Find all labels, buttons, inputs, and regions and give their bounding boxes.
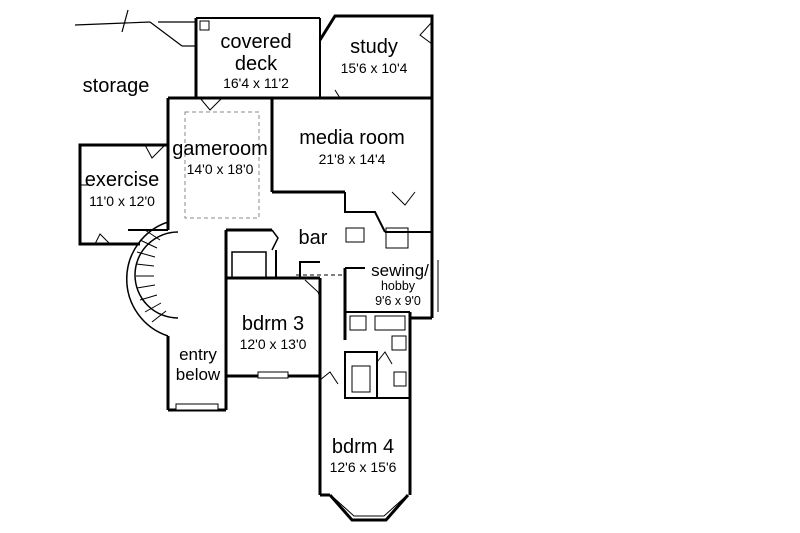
sewing-hobby-name-line2: hobby (381, 279, 416, 293)
study-name: study (350, 36, 398, 58)
sewing-hobby-outline (343, 191, 439, 400)
storage-roof-lines (74, 9, 196, 47)
bath-bdrm-4-outline (344, 335, 407, 399)
bar-area-outline (226, 192, 386, 279)
sewing-hobby-dims: 9'6 x 9'0 (375, 294, 421, 308)
exercise-name: exercise (85, 169, 159, 191)
bdrm-4-outline (318, 371, 412, 522)
sewing-hobby-name-line1: sewing/ (371, 261, 429, 280)
gameroom-name: gameroom (172, 138, 268, 160)
gameroom-media-outline (166, 89, 434, 318)
bdrm-3-dims: 12'0 x 13'0 (240, 336, 307, 352)
bdrm-3-outline (226, 276, 322, 379)
gameroom-dims: 14'0 x 18'0 (187, 161, 254, 177)
entry-below-name-line2: below (176, 365, 221, 384)
media-room-dims: 21'8 x 14'4 (319, 151, 386, 167)
bdrm-4-name: bdrm 4 (332, 436, 394, 458)
entry-below-outline (166, 230, 228, 412)
covered-deck-dims: 16'4 x 11'2 (223, 75, 289, 91)
bar-name: bar (299, 227, 328, 249)
study-dims: 15'6 x 10'4 (341, 60, 408, 76)
covered-deck-name-line1: covered (220, 31, 291, 53)
entry-below-name-line1: entry (179, 345, 217, 364)
spiral-staircase (125, 221, 179, 337)
exercise-outline (78, 143, 168, 246)
media-room-name: media room (299, 127, 405, 149)
bdrm-3-name: bdrm 3 (242, 313, 304, 335)
bdrm-4-dims: 12'6 x 15'6 (330, 459, 397, 475)
covered-deck-name-line2: deck (235, 53, 278, 75)
exercise-dims: 11'0 x 12'0 (89, 193, 155, 209)
storage-name: storage (83, 75, 150, 97)
